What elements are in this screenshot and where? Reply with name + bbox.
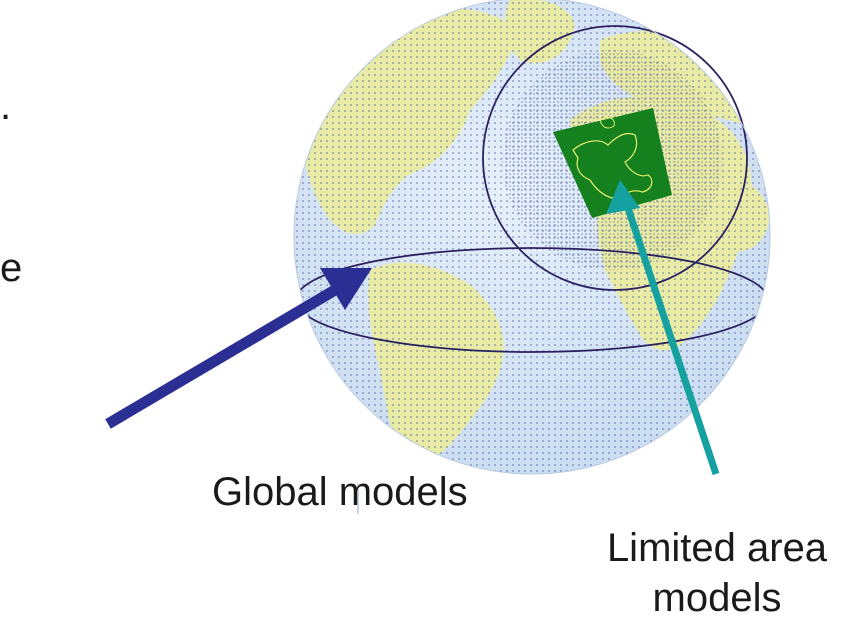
limited-area-box (553, 108, 672, 218)
refinement-circle (482, 25, 748, 291)
cut-off-text-middle: e (0, 246, 23, 290)
globe-icon (293, 0, 771, 475)
global-models-label: Global models (212, 470, 468, 514)
limited-area-models-label: Limited area models (606, 526, 828, 620)
limited-area-arrow (606, 180, 720, 476)
europe-outline (572, 132, 653, 199)
global-models-arrow (105, 268, 372, 429)
cut-off-text-top: . (0, 84, 12, 128)
